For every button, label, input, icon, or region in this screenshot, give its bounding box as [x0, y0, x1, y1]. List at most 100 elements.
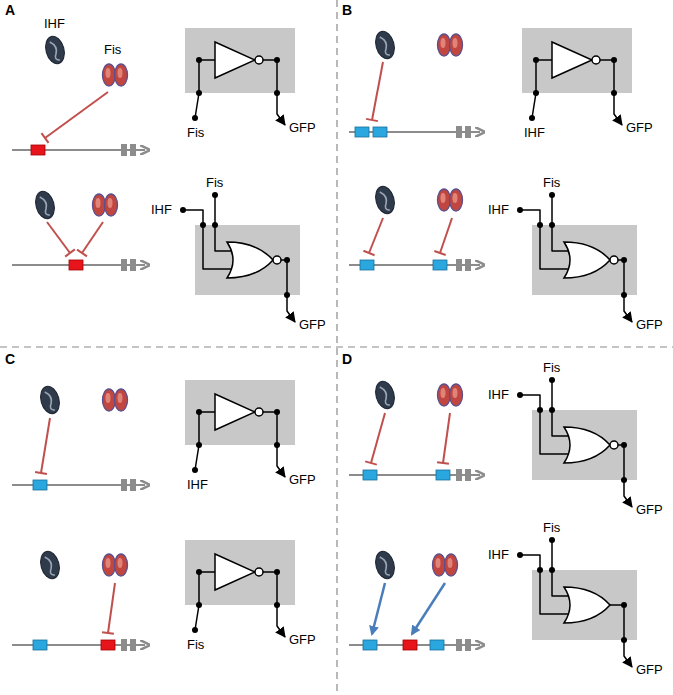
gene-block: [130, 144, 136, 156]
repression-bar: [365, 461, 377, 464]
gene-block: [456, 639, 462, 651]
panel-divider: [0, 346, 673, 347]
input-wire: [195, 572, 215, 630]
junction-dot: [200, 222, 206, 228]
input-wire: [520, 210, 570, 269]
not-gate-symbol: [552, 42, 592, 78]
signal-label: Fis: [104, 42, 121, 57]
ihf-body: [43, 34, 68, 66]
fis-subunit: [438, 34, 451, 56]
junction-dot: [274, 57, 280, 63]
ihf-highlight: [380, 386, 390, 407]
repression-line: [82, 222, 103, 253]
signal-label: IHF: [187, 477, 208, 492]
junction-dot: [621, 257, 627, 263]
junction-dot: [196, 57, 202, 63]
ihf-binding-site: [363, 470, 377, 480]
junction-dot: [274, 602, 280, 608]
ihf-body: [38, 384, 63, 416]
fis-subunit: [103, 389, 116, 411]
signal-label: IHF: [524, 125, 545, 140]
signal-label: Fis: [543, 520, 560, 535]
fis-subunit: [438, 384, 451, 406]
fis-subunit: [115, 64, 128, 86]
fis-subunit: [433, 554, 446, 576]
gene-block: [456, 126, 462, 138]
junction-dot: [537, 407, 543, 413]
junction-dot: [212, 192, 218, 198]
inverter-bubble: [255, 56, 263, 64]
repression-line: [443, 413, 450, 463]
fis-subunit: [450, 34, 463, 56]
fis-highlight: [106, 393, 111, 403]
repression-line: [41, 418, 50, 473]
fis-binding-site: [101, 640, 115, 650]
ihf-binding-site: [33, 480, 47, 490]
fis-protein: [93, 194, 118, 216]
output-wire: [610, 605, 632, 667]
signal-label: Fis: [543, 360, 560, 375]
input-wire: [195, 60, 215, 118]
ihf-binding-site: [33, 640, 47, 650]
repression-line: [440, 218, 452, 253]
gate-panel: [522, 28, 632, 93]
junction-dot: [274, 442, 280, 448]
ihf-binding-site: [430, 640, 444, 650]
gate-panel: [185, 28, 295, 93]
gene-block: [456, 469, 462, 481]
signal-label: GFP: [626, 120, 653, 135]
ihf-body: [373, 379, 398, 411]
gene-block: [465, 469, 471, 481]
junction-dot: [192, 467, 198, 473]
output-wire: [618, 445, 632, 507]
fis-protein: [103, 389, 128, 411]
output-wire: [263, 572, 285, 637]
gene-block: [456, 259, 462, 271]
ihf-protein: [373, 379, 398, 411]
gate-panel: [532, 225, 637, 295]
repression-line: [371, 413, 385, 463]
nor-gate-symbol: [564, 427, 610, 463]
junction-dot: [549, 407, 555, 413]
gene-block: [121, 639, 127, 651]
junction-dot: [621, 292, 627, 298]
fis-protein: [438, 34, 463, 56]
output-wire: [281, 260, 295, 322]
gene-block: [130, 259, 136, 271]
signal-label: IHF: [488, 387, 509, 402]
junction-dot: [537, 567, 543, 573]
junction-dot: [549, 567, 555, 573]
gene-arrow: [137, 644, 145, 646]
junction-dot: [611, 57, 617, 63]
repression-bar: [65, 249, 75, 256]
junction-dot: [196, 409, 202, 415]
fis-subunit: [103, 64, 116, 86]
ihf-protein: [373, 184, 398, 216]
fis-protein: [433, 554, 458, 576]
signal-label: GFP: [289, 632, 316, 647]
repression-line: [108, 583, 115, 633]
signal-label: GFP: [299, 317, 326, 332]
ihf-highlight: [50, 41, 60, 62]
panel-letter: C: [5, 352, 15, 367]
fis-highlight: [441, 193, 446, 203]
gene-block: [465, 259, 471, 271]
repression-line: [369, 218, 383, 253]
junction-dot: [196, 442, 202, 448]
gene-block: [130, 479, 136, 491]
gate-panel: [195, 225, 300, 295]
fis-subunit: [93, 194, 106, 216]
fis-subunit: [115, 554, 128, 576]
fis-highlight: [118, 558, 123, 568]
repression-bar: [363, 251, 374, 255]
fis-highlight: [106, 68, 111, 78]
panel-letter: B: [342, 3, 352, 18]
junction-dot: [284, 292, 290, 298]
gene-arrow: [137, 149, 145, 151]
repression-bar: [41, 133, 48, 143]
input-wire: [195, 412, 215, 470]
ihf-protein: [373, 549, 398, 581]
junction-dot: [533, 90, 539, 96]
ihf-protein: [33, 189, 58, 221]
